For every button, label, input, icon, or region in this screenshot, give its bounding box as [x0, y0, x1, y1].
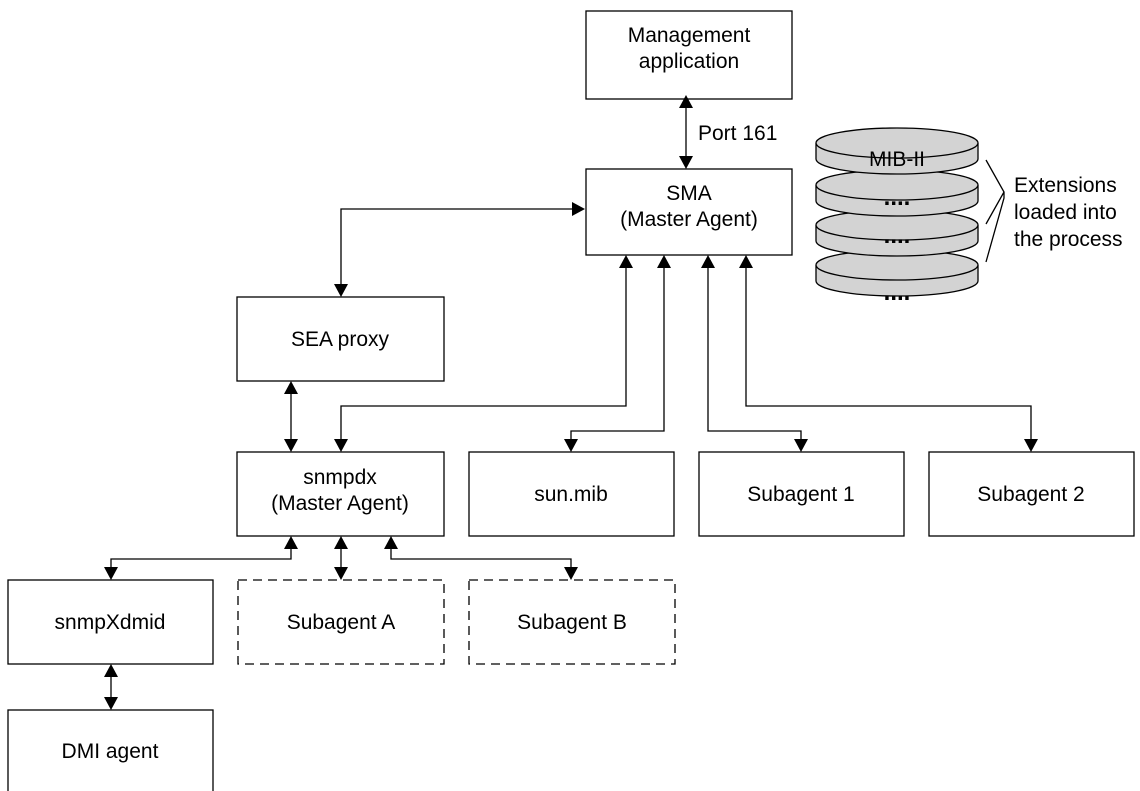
connector-sma-snmpdx — [334, 255, 633, 452]
connector-sma-subagent-2 — [739, 255, 1038, 452]
connector-sma-sea-proxy — [334, 202, 585, 297]
mib-extension-disk-1-label: .... — [884, 184, 911, 211]
subagent-a-box: Subagent A — [237, 579, 445, 665]
subagent-b-label: Subagent B — [517, 611, 627, 634]
dmi-agent-label: DMI agent — [62, 740, 159, 763]
subagent-1-label: Subagent 1 — [747, 483, 854, 506]
subagent-b-box: Subagent B — [468, 579, 676, 665]
mib-ii-label: MIB-II — [869, 148, 925, 171]
port-161-label: Port 161 — [698, 122, 777, 145]
subagent-2-box: Subagent 2 — [928, 451, 1135, 537]
mib-stack: .... .... .... MIB-II — [815, 127, 979, 306]
snmpdx-master-agent-box: snmpdx (Master Agent) — [236, 451, 445, 537]
sma-master-agent-box: SMA (Master Agent) — [585, 168, 793, 256]
connector-snmpdx-snmpxdmid — [104, 536, 298, 580]
extensions-note-line-2: loaded into — [1014, 201, 1117, 224]
connector-sma-subagent-1 — [701, 255, 808, 452]
extensions-note-line-1: Extensions — [1014, 174, 1117, 197]
mib-extension-disk-2-label: .... — [884, 222, 911, 249]
connector-snmpdx-subagent-b — [384, 536, 578, 580]
snmpxdmid-label: snmpXdmid — [55, 611, 166, 634]
management-application-label-1: Management — [628, 24, 751, 47]
subagent-1-box: Subagent 1 — [698, 451, 905, 537]
mib-extension-disk-3-label: .... — [884, 279, 911, 306]
sea-proxy-box: SEA proxy — [236, 296, 445, 382]
snmpxdmid-box: snmpXdmid — [7, 579, 214, 665]
extensions-brace — [985, 159, 1005, 263]
connector-snmpdx-subagent-a — [334, 536, 348, 580]
mib-extension-disk-1: .... — [815, 169, 979, 217]
sma-label-1: SMA — [666, 182, 712, 205]
connector-sma-sun-mib — [564, 255, 671, 452]
mib-ii-disk: MIB-II — [815, 127, 979, 175]
snmpdx-label-1: snmpdx — [303, 466, 377, 489]
connector-management-sma — [679, 95, 693, 169]
extensions-note-line-3: the process — [1014, 228, 1123, 251]
sea-proxy-label: SEA proxy — [291, 328, 390, 351]
connector-sea-proxy-snmpdx — [284, 381, 298, 452]
management-application-label-2: application — [639, 50, 739, 73]
sma-label-2: (Master Agent) — [620, 208, 758, 231]
sun-mib-label: sun.mib — [534, 483, 608, 506]
mib-extension-disk-2: .... — [815, 209, 979, 257]
sun-mib-box: sun.mib — [468, 451, 675, 537]
connector-snmpxdmid-dmi-agent — [104, 664, 118, 710]
dmi-agent-box: DMI agent — [7, 709, 214, 791]
snmpdx-label-2: (Master Agent) — [271, 492, 409, 515]
subagent-2-label: Subagent 2 — [977, 483, 1084, 506]
subagent-a-label: Subagent A — [287, 611, 396, 634]
management-application-box: Management application — [585, 10, 793, 100]
extensions-note: Extensions loaded into the process — [1014, 174, 1123, 251]
mib-extension-disk-3: .... — [815, 249, 979, 306]
